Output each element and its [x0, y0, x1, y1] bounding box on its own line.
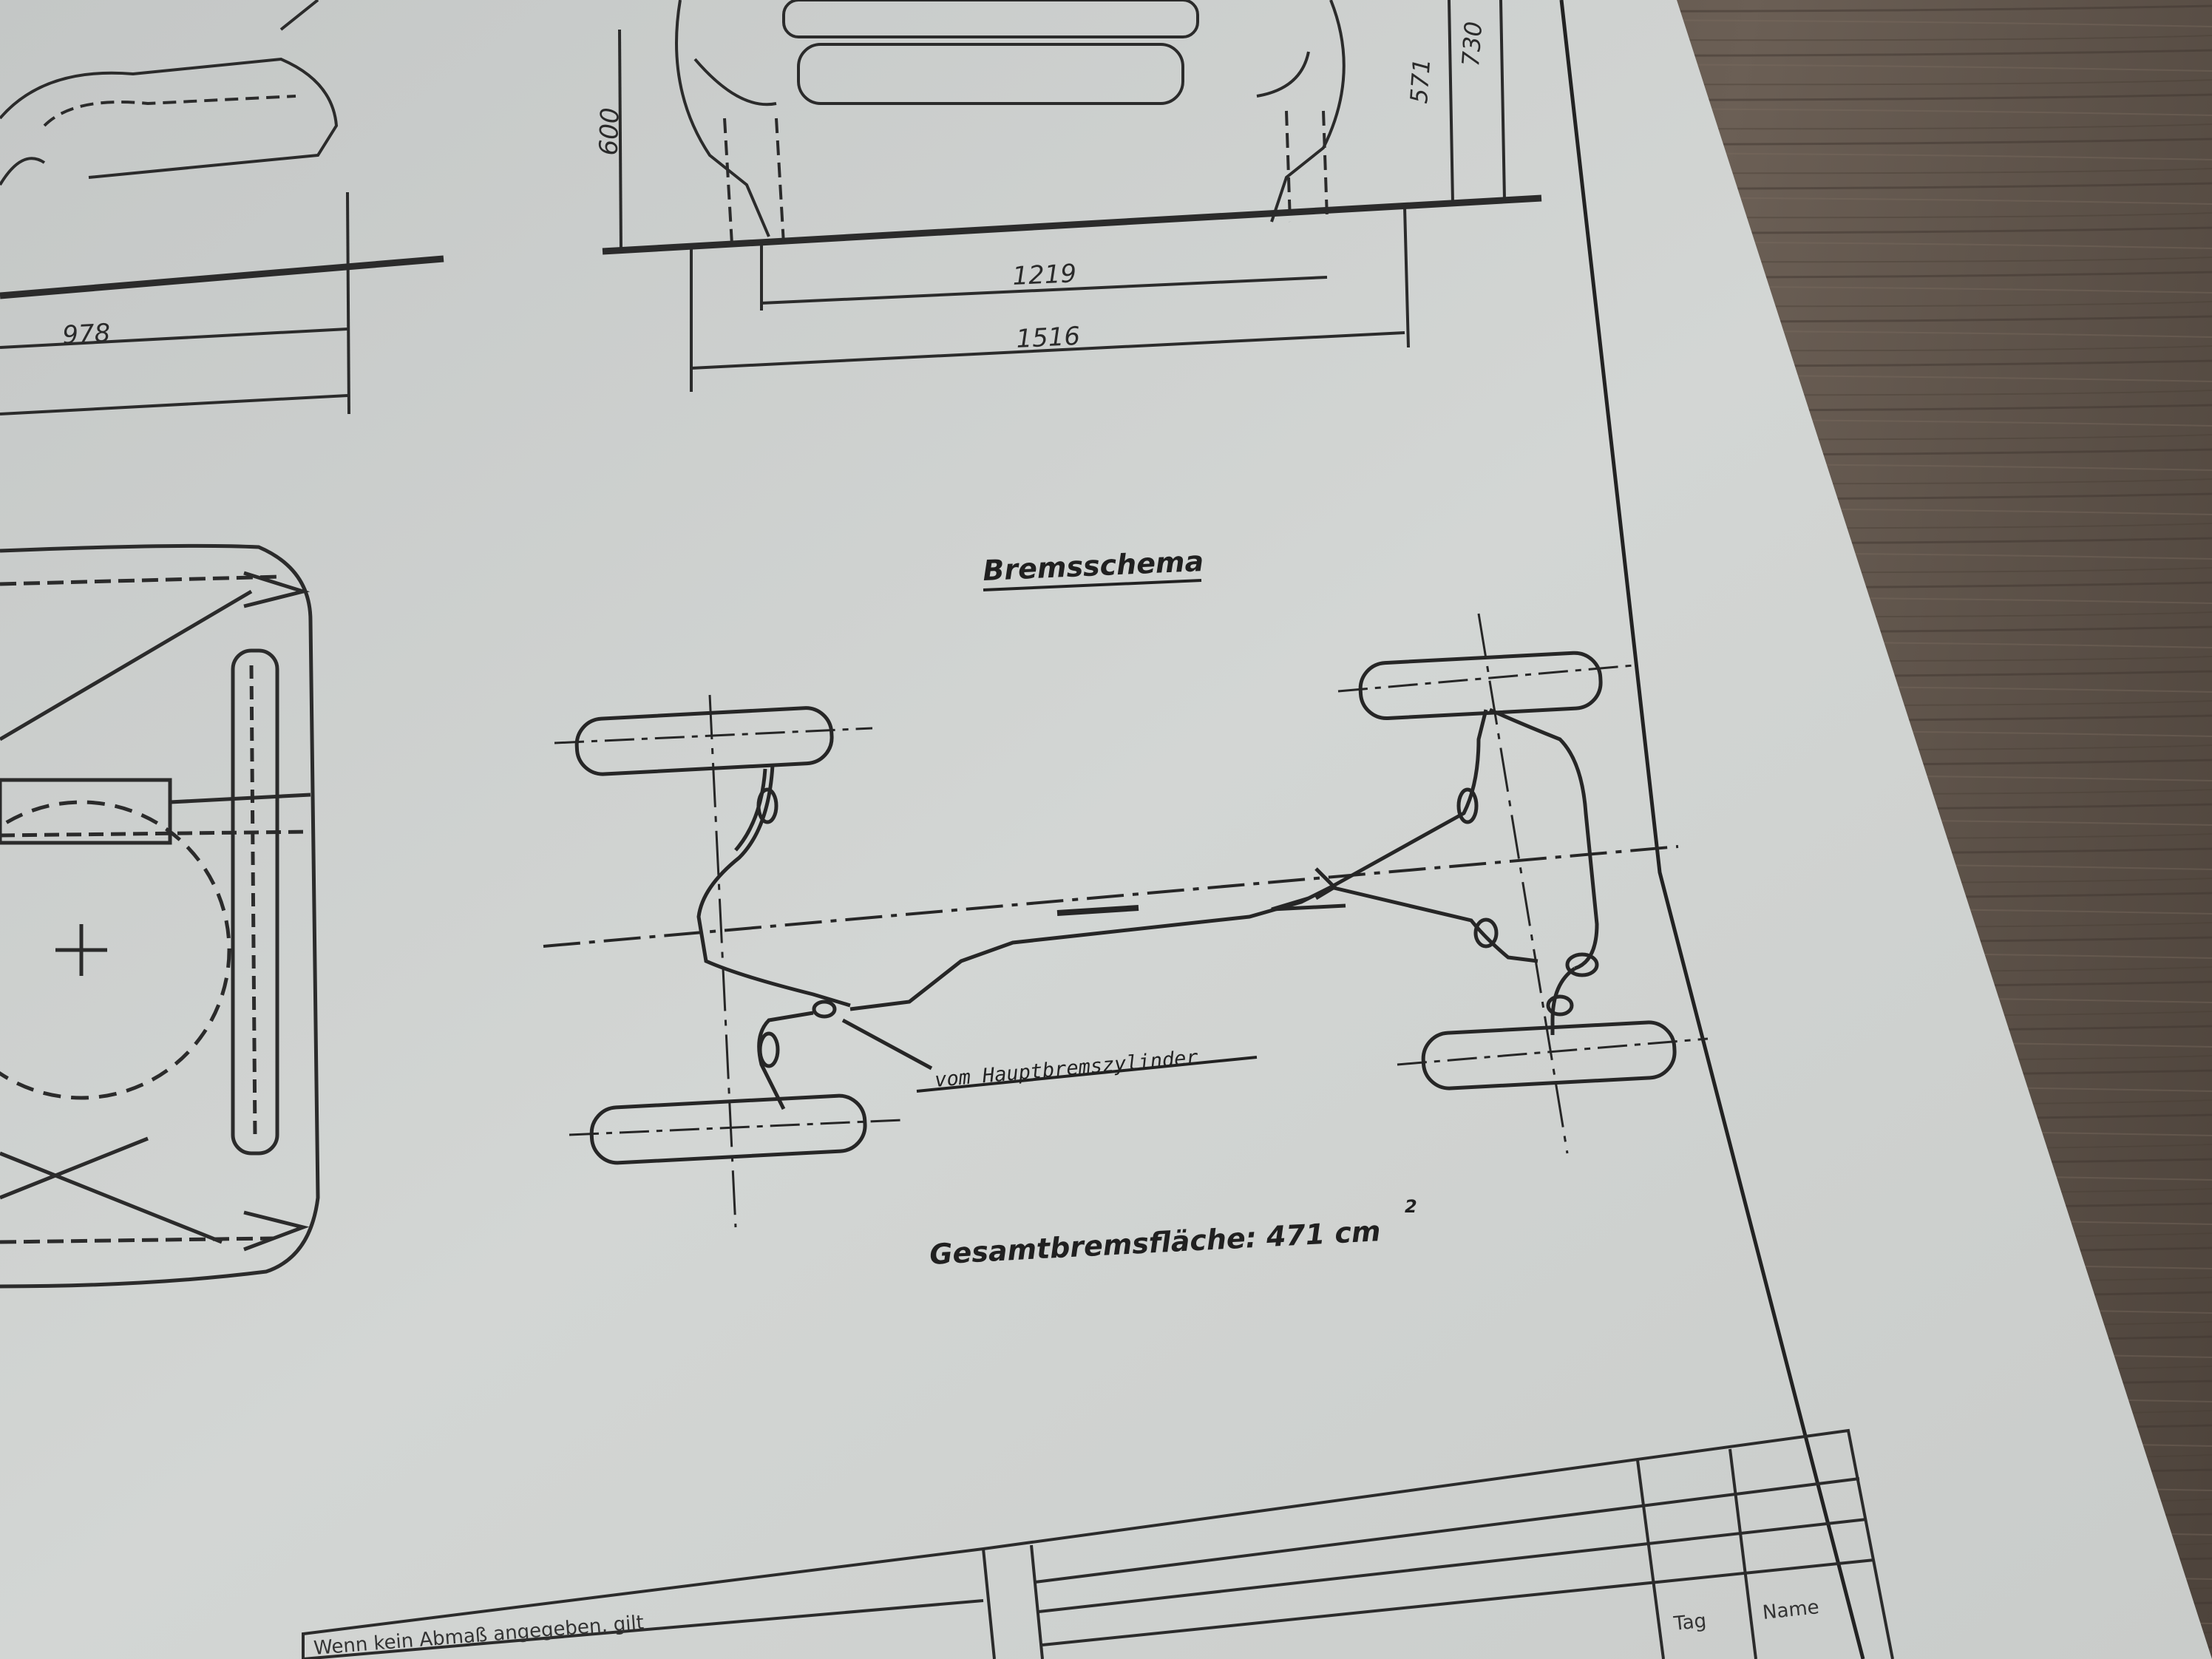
- rear-view-dimensions: 600 571 730 1219 1516: [594, 21, 1487, 354]
- dim-track-inner: 1219: [1012, 259, 1077, 291]
- brake-title-underline: [983, 579, 1202, 591]
- dim-side: 978: [61, 319, 111, 350]
- total-brake-area-exponent: 2: [1405, 1196, 1417, 1217]
- frame-border: [1559, 0, 1865, 1659]
- dim-height-left: 600: [594, 107, 625, 156]
- title-block-day: Tag: [1672, 1610, 1708, 1636]
- rear-view-drawing: [602, 0, 1542, 392]
- dim-track-outer: 1516: [1015, 322, 1080, 354]
- title-block: [302, 1428, 1894, 1659]
- dim-height-right: 730: [1456, 21, 1487, 68]
- side-view-drawing: [0, 0, 444, 415]
- master-cylinder-underline: [916, 1056, 1258, 1093]
- dim-height-mid: 571: [1405, 58, 1436, 105]
- brake-diagram: [543, 613, 1709, 1228]
- chassis-view-drawing: [0, 543, 320, 1289]
